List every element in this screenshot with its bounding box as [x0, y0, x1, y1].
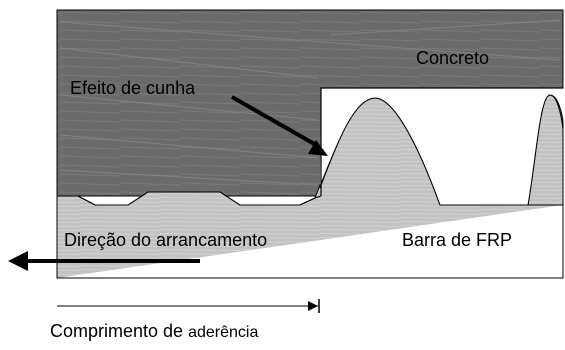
label-bond-length: Comprimento de aderência [50, 321, 258, 341]
wedge-arrowhead-icon [308, 140, 328, 156]
wedge-arrow-icon [231, 95, 319, 148]
rib-outline [319, 94, 564, 206]
label-concrete: Concreto [416, 48, 489, 68]
interface-teeth [57, 191, 322, 206]
label-bond-length-tail: aderência [188, 324, 258, 341]
bond-length-arrowhead-icon [308, 301, 318, 311]
label-frp-bar: Barra de FRP [402, 230, 512, 250]
pullout-arrowhead-icon [8, 251, 28, 271]
label-wedge-effect: Efeito de cunha [70, 78, 196, 98]
concrete-texture-lines [59, 19, 561, 186]
recess-outline [320, 87, 563, 196]
cavity [320, 88, 563, 205]
label-pullout-direction: Direção do arrancamento [64, 230, 267, 250]
label-bond-length-main: Comprimento de [50, 321, 188, 341]
